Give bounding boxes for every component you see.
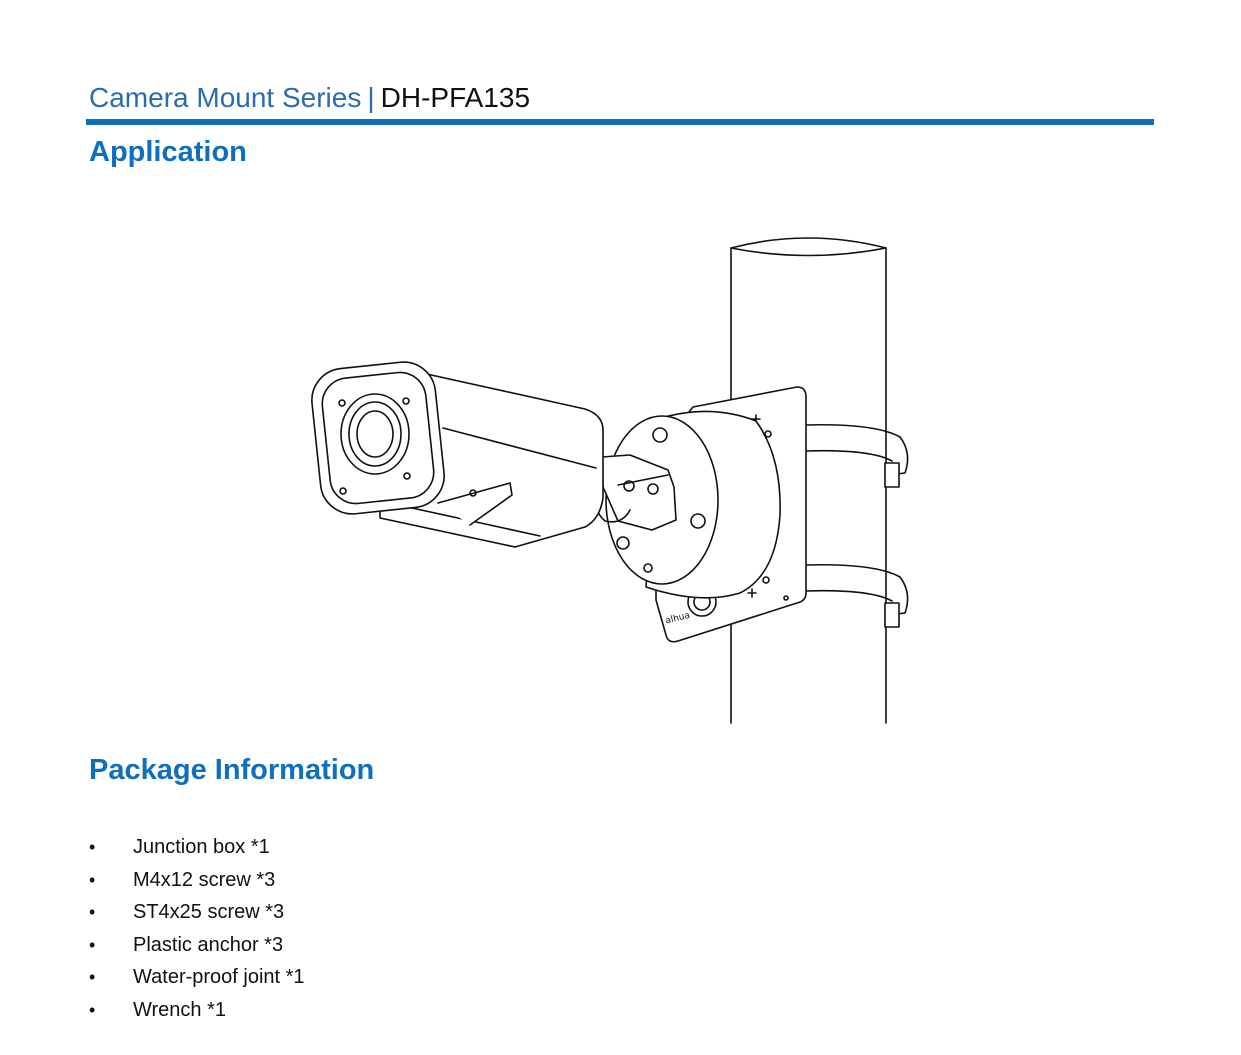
application-heading: Application (89, 136, 247, 168)
bullet-icon: • (89, 902, 96, 922)
bullet-icon: • (89, 967, 96, 987)
header-rule (86, 119, 1154, 125)
bullet-icon: • (89, 837, 96, 857)
package-information-heading: Package Information (89, 754, 375, 786)
title-separator: | (367, 82, 375, 113)
camera-housing (311, 361, 604, 548)
bullet-icon: • (89, 869, 96, 890)
application-illustration: alhua (300, 225, 940, 730)
document-header: Camera Mount Series|DH-PFA135 (89, 80, 530, 116)
pole-straps (804, 423, 909, 628)
bullet-icon: • (89, 999, 96, 1020)
model-number: DH-PFA135 (380, 82, 531, 113)
camera-bracket-arm (596, 454, 677, 531)
pole-drawing (730, 237, 887, 724)
series-title: Camera Mount Series (89, 82, 362, 113)
bullet-icon: • (89, 934, 96, 955)
